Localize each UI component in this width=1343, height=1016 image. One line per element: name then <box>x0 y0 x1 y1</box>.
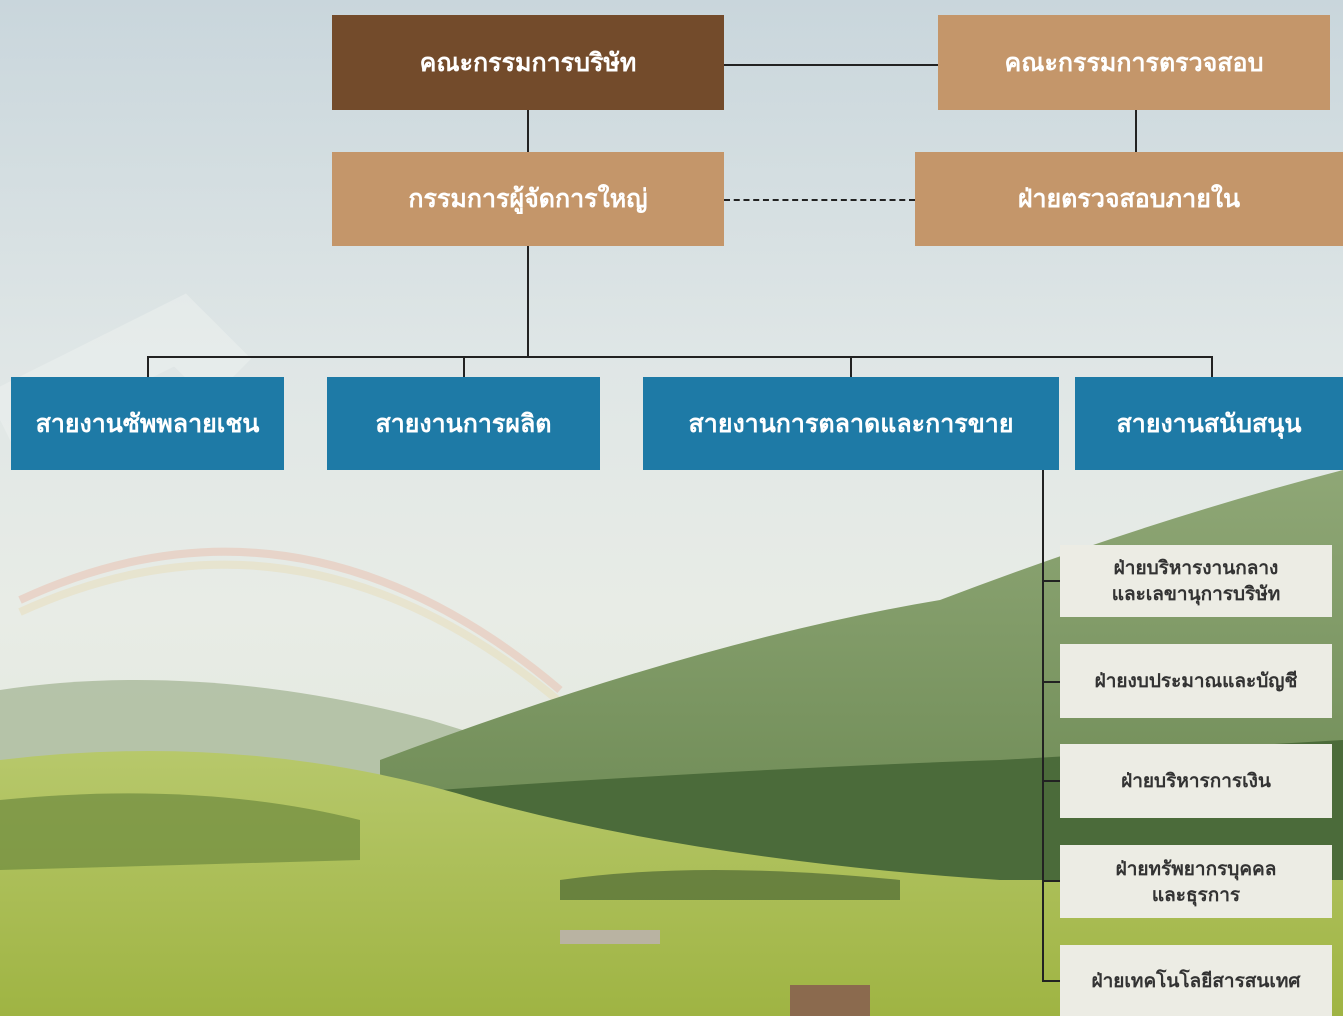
internal-audit-label: ฝ่ายตรวจสอบภายใน <box>1017 184 1241 213</box>
department-label-line1: ฝ่ายทรัพยากรบุคคล <box>1115 857 1277 880</box>
department-central-admin-box: ฝ่ายบริหารงานกลาง และเลขานุการบริษัท <box>1060 545 1332 617</box>
connector-division-bus <box>147 356 1213 358</box>
internal-audit-box: ฝ่ายตรวจสอบภายใน <box>915 152 1343 246</box>
department-label-line2: และเลขานุการบริษัท <box>1111 583 1281 605</box>
audit-committee-box: คณะกรรมการตรวจสอบ <box>938 15 1330 110</box>
division-label: สายงานสนับสนุน <box>1116 408 1302 438</box>
board-of-directors-label: คณะกรรมการบริษัท <box>419 47 637 77</box>
department-label-line1: ฝ่ายงบประมาณและบัญชี <box>1094 670 1298 692</box>
connector-president-internal-dashed <box>724 199 915 201</box>
department-label-line1: ฝ่ายบริหารการเงิน <box>1121 770 1271 792</box>
department-label-line1: ฝ่ายเทคโนโลยีสารสนเทศ <box>1091 969 1301 992</box>
connector-dept-1 <box>1042 580 1060 582</box>
connector-audit-internal <box>1135 110 1137 152</box>
audit-committee-label: คณะกรรมการตรวจสอบ <box>1004 47 1264 77</box>
department-finance-box: ฝ่ายบริหารการเงิน <box>1060 744 1332 818</box>
division-supply-chain-box: สายงานซัพพลายเชน <box>11 377 284 470</box>
connector-dept-4 <box>1042 880 1060 882</box>
connector-president-trunk <box>527 246 529 357</box>
department-it-box: ฝ่ายเทคโนโลยีสารสนเทศ <box>1060 945 1332 1016</box>
president-box: กรรมการผู้จัดการใหญ่ <box>332 152 724 246</box>
connector-board-president <box>527 110 529 152</box>
division-label: สายงานการตลาดและการขาย <box>688 408 1014 438</box>
division-label: สายงานการผลิต <box>375 408 552 438</box>
connector-dept-2 <box>1042 681 1060 683</box>
connector-support-trunk <box>1042 470 1044 982</box>
division-production-box: สายงานการผลิต <box>327 377 600 470</box>
division-marketing-sales-box: สายงานการตลาดและการขาย <box>643 377 1059 470</box>
connector-division-3 <box>850 356 852 377</box>
division-support-box: สายงานสนับสนุน <box>1075 377 1343 470</box>
division-label: สายงานซัพพลายเชน <box>35 408 260 438</box>
department-budget-accounting-box: ฝ่ายงบประมาณและบัญชี <box>1060 644 1332 718</box>
president-label: กรรมการผู้จัดการใหญ่ <box>408 184 648 213</box>
connector-dept-3 <box>1042 780 1060 782</box>
connector-board-audit <box>724 64 938 66</box>
board-of-directors-box: คณะกรรมการบริษัท <box>332 15 724 110</box>
department-label-line2: และธุรการ <box>1151 883 1241 906</box>
department-hr-admin-box: ฝ่ายทรัพยากรบุคคล และธุรการ <box>1060 845 1332 918</box>
connector-division-2 <box>463 356 465 377</box>
department-label-line1: ฝ่ายบริหารงานกลาง <box>1113 557 1279 579</box>
connector-division-4 <box>1211 356 1213 377</box>
connector-dept-5 <box>1042 980 1060 982</box>
connector-division-1 <box>147 356 149 377</box>
